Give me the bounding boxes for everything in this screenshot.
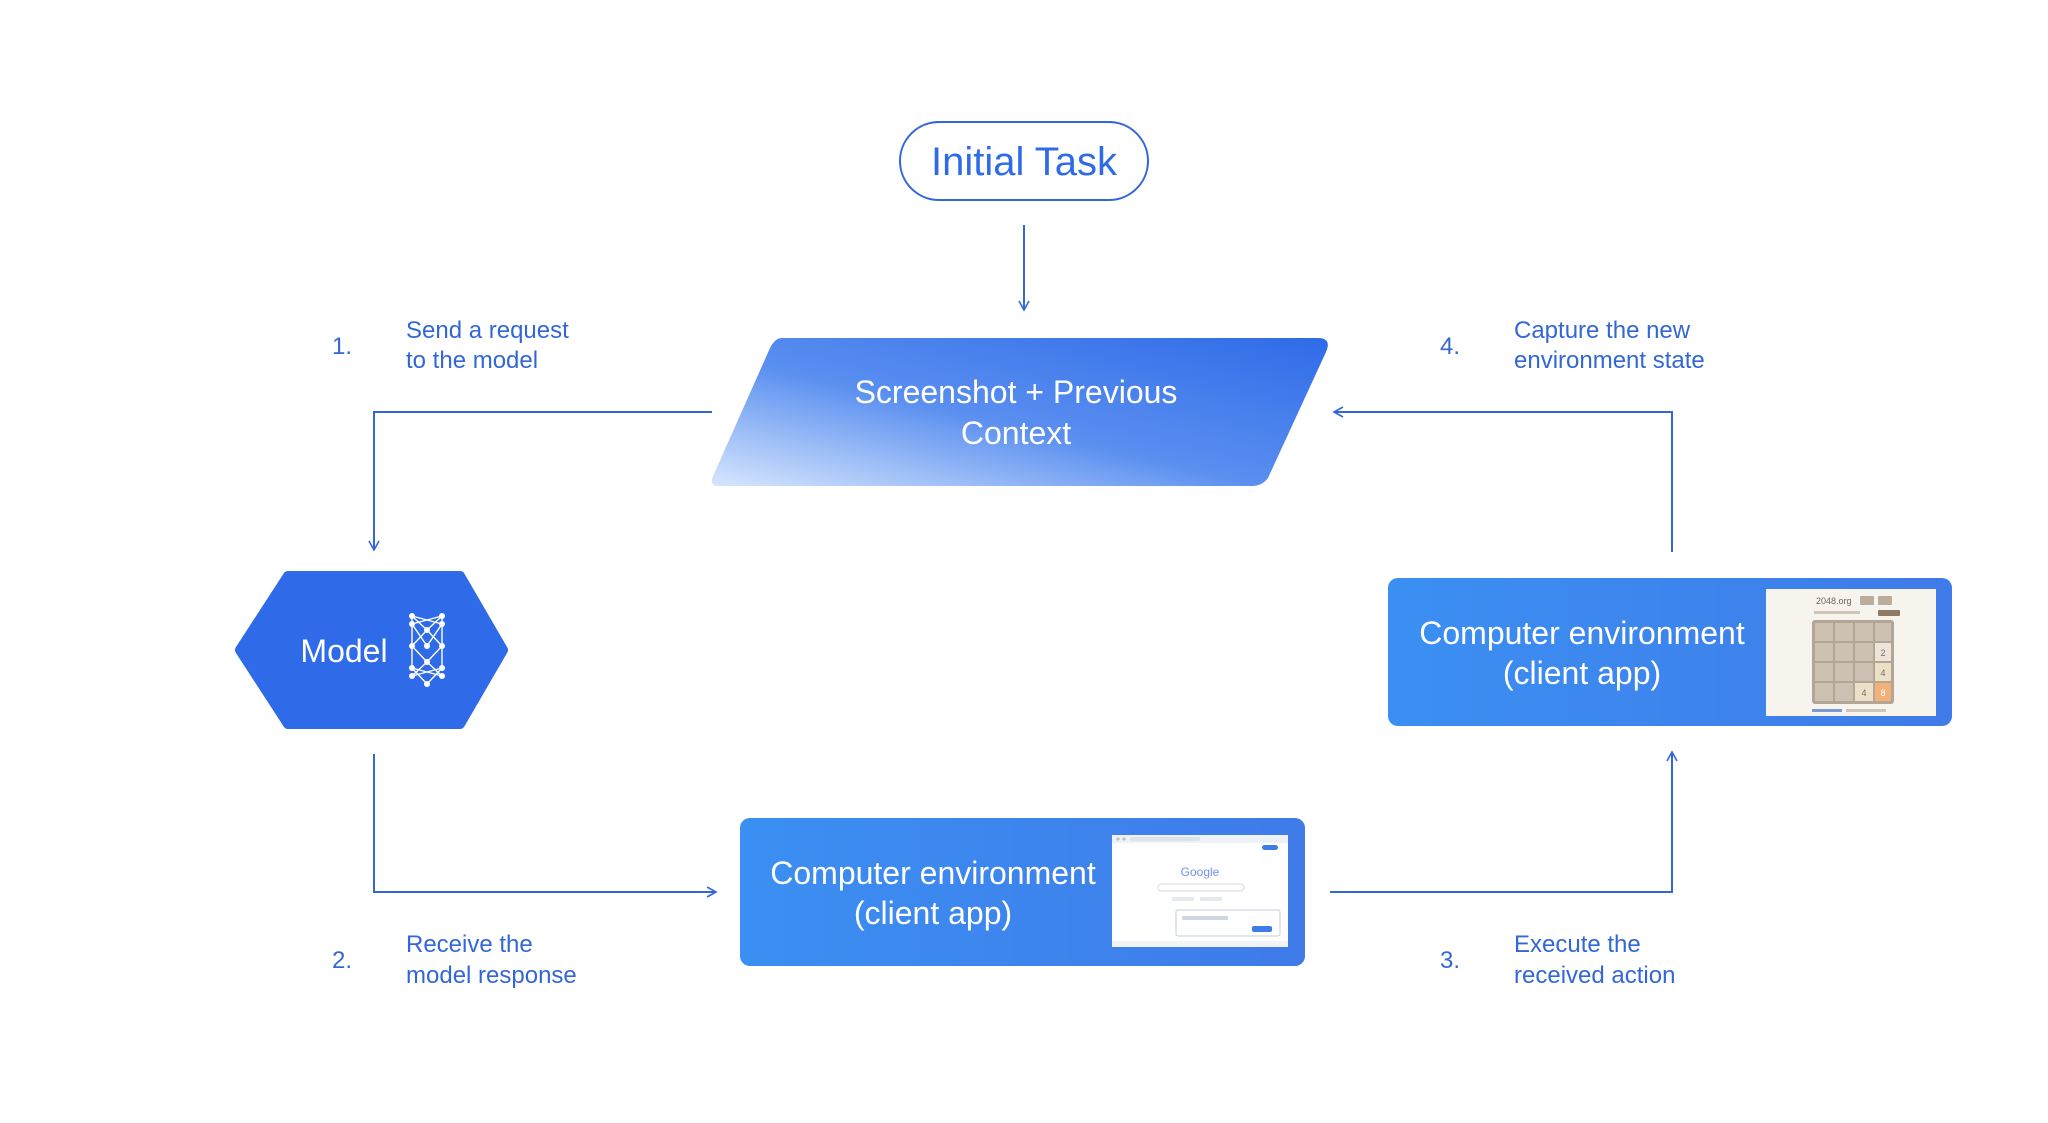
step-4-label: 4. Capture the new environment state [1440, 317, 1705, 374]
model-label: Model [300, 633, 387, 669]
step-3-line2: received action [1514, 962, 1675, 989]
thumbnail-2048-title: 2048.org [1816, 596, 1852, 606]
arrow-env-to-env [1330, 750, 1678, 893]
step-1-line2: to the model [406, 347, 538, 374]
step-1-label: 1. Send a request to the model [332, 317, 569, 374]
env-bottom-label-line2: (client app) [854, 895, 1012, 931]
tile-4-value: 8 [1880, 688, 1885, 698]
tile-4 [1875, 683, 1891, 701]
step-1-line1: Send a request [406, 317, 569, 344]
step-2-label: 2. Receive the model response [332, 931, 577, 989]
model-node: Model [235, 571, 508, 729]
step-4-line1: Capture the new [1514, 317, 1691, 344]
env-right-node: Computer environment (client app) 2048.o… [1388, 578, 1952, 726]
tile-2 [1875, 663, 1891, 681]
tile-2-value: 4 [1880, 668, 1885, 678]
step-4-number: 4. [1440, 333, 1460, 360]
step-3-label: 3. Execute the received action [1440, 931, 1675, 989]
game-2048-thumbnail: 2048.org 2 4 4 8 [1766, 589, 1936, 716]
env-bottom-label-line1: Computer environment [770, 855, 1096, 891]
step-3-line1: Execute the [1514, 931, 1641, 958]
thumbnail-google-logo: Google [1181, 865, 1220, 879]
context-node: Screenshot + Previous Context [711, 338, 1328, 486]
tile-3 [1855, 683, 1873, 701]
tile-1 [1875, 643, 1891, 661]
env-right-label-line2: (client app) [1503, 655, 1661, 691]
step-2-line2: model response [406, 962, 577, 989]
context-label-line2: Context [961, 415, 1071, 451]
env-bottom-node: Computer environment (client app) Google [740, 818, 1305, 966]
arrow-context-to-model [368, 411, 712, 552]
arrow-model-to-env [373, 754, 718, 898]
initial-task-node: Initial Task [899, 121, 1149, 201]
neural-network-icon [409, 613, 445, 687]
initial-task-label: Initial Task [931, 140, 1118, 184]
step-1-number: 1. [332, 333, 352, 360]
google-search-thumbnail: Google [1112, 835, 1288, 947]
env-right-label-line1: Computer environment [1419, 615, 1745, 651]
step-2-number: 2. [332, 947, 352, 974]
arrow-env-to-context [1332, 406, 1673, 552]
step-4-line2: environment state [1514, 347, 1705, 374]
context-label-line1: Screenshot + Previous [855, 374, 1178, 410]
tile-3-value: 4 [1861, 688, 1866, 698]
step-3-number: 3. [1440, 947, 1460, 974]
step-2-line1: Receive the [406, 931, 533, 958]
tile-1-value: 2 [1880, 648, 1885, 658]
